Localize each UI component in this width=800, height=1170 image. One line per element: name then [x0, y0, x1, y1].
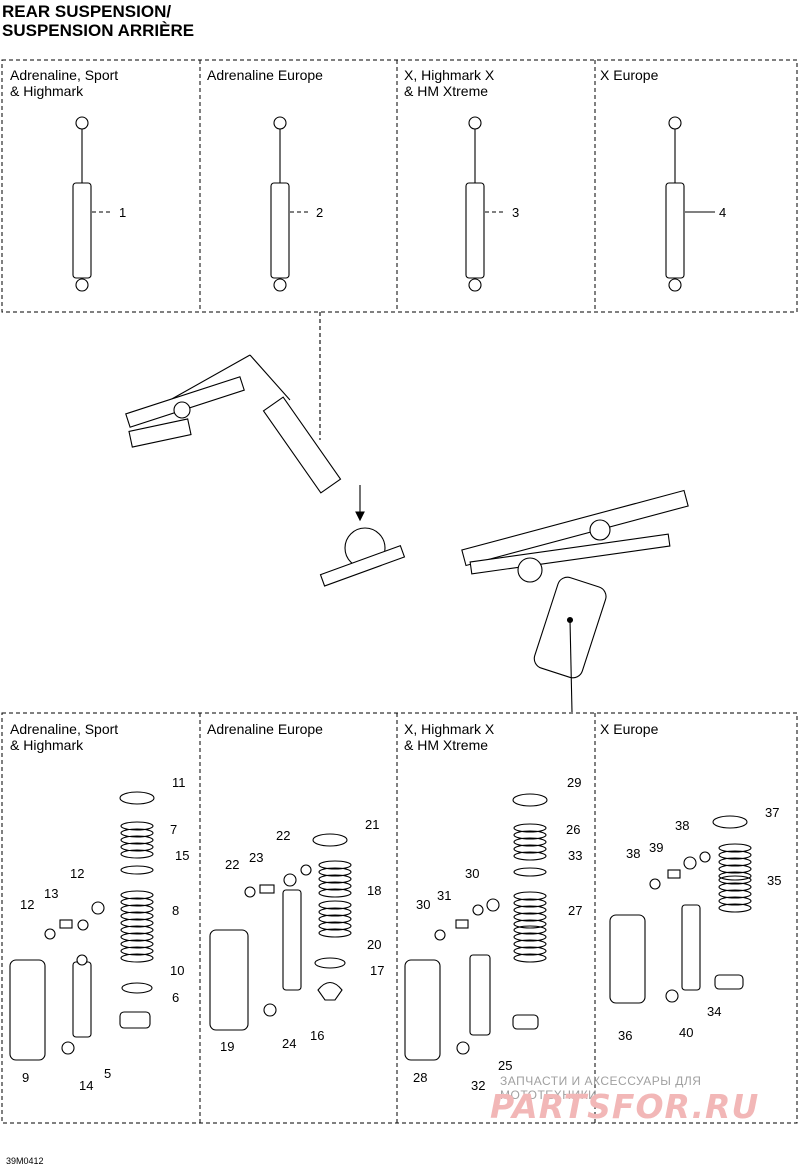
part-number: 22 [225, 857, 240, 872]
panel-title-line: X Europe [600, 67, 659, 83]
part-number: 1 [119, 205, 127, 220]
part-number: 36 [618, 1028, 633, 1043]
part-number: 9 [22, 1070, 30, 1085]
part-number: 8 [172, 903, 180, 918]
part-number: 31 [437, 888, 452, 903]
part-number: 39 [649, 840, 664, 855]
bottom-panel-4-parts [609, 815, 752, 1004]
title-line-2: SUSPENSION ARRIÈRE [2, 21, 195, 40]
watermark-caption: ЗАПЧАСТИ И АКСЕССУАРЫ ДЛЯ МОТОТЕХНИКИ [500, 1074, 702, 1102]
part-number: 34 [707, 1004, 722, 1019]
part-number: 26 [566, 822, 581, 837]
part-number: 10 [170, 963, 185, 978]
bottom-panel-3-parts [404, 793, 548, 1061]
part-number: 33 [568, 848, 583, 863]
part-number: 5 [104, 1066, 112, 1081]
part-number: 13 [44, 886, 59, 901]
bottom-panel-box [1, 712, 798, 1124]
part-number: 17 [370, 963, 385, 978]
part-number: 23 [249, 850, 264, 865]
shock-part-4 [665, 116, 685, 292]
bottom-panel-1-parts [9, 791, 155, 1061]
bottom-panel-4-title: X Europe [600, 721, 658, 737]
part-number: 19 [220, 1039, 235, 1054]
panel-title-line: & HM Xtreme [404, 737, 489, 753]
part-number: 25 [498, 1058, 513, 1073]
part-number: 12 [70, 866, 85, 881]
part-number: 30 [465, 866, 480, 881]
panel-title-line: & HM Xtreme [404, 83, 489, 99]
panel-title-line: & Highmark [10, 83, 84, 99]
part-number: 20 [367, 937, 382, 952]
shock-part-3 [465, 116, 485, 292]
part-number: 16 [310, 1028, 325, 1043]
shock-part-2 [270, 116, 290, 292]
watermark-logo: PARTSFOR.RU [490, 1087, 760, 1126]
front-suspension-assembly [125, 312, 406, 587]
part-number: 2 [316, 205, 324, 220]
page-title: REAR SUSPENSION/ SUSPENSION ARRIÈRE [2, 2, 194, 40]
top-panel-3-title: X, Highmark X & HM Xtreme [404, 67, 494, 99]
panel-title-line: Adrenaline Europe [207, 67, 323, 83]
part-number: 29 [567, 775, 582, 790]
part-number: 37 [765, 805, 780, 820]
panel-title-line: Adrenaline Europe [207, 721, 323, 737]
bottom-panel-2-title: Adrenaline Europe [207, 721, 323, 737]
panel-title-line: & Highmark [10, 737, 84, 753]
part-number: 30 [416, 897, 431, 912]
top-panel-2-title: Adrenaline Europe [207, 67, 323, 83]
part-number: 4 [719, 205, 727, 220]
part-number: 40 [679, 1025, 694, 1040]
panel-title-line: Adrenaline, Sport [10, 721, 119, 737]
part-number: 32 [471, 1078, 486, 1093]
part-number: 27 [568, 903, 583, 918]
part-number: 24 [282, 1036, 297, 1051]
bottom-panel-1-title: Adrenaline, Sport & Highmark [10, 721, 118, 753]
part-number: 14 [79, 1078, 94, 1093]
shock-part-1 [72, 116, 92, 292]
part-number: 38 [675, 818, 690, 833]
part-number: 15 [175, 848, 190, 863]
part-number: 38 [626, 846, 641, 861]
panel-title-line: X, Highmark X [404, 67, 495, 83]
part-number: 35 [767, 873, 782, 888]
top-panel-box [1, 59, 798, 313]
part-number: 28 [413, 1070, 428, 1085]
panel-title-line: Adrenaline, Sport [10, 67, 119, 83]
rear-suspension-assembly [461, 489, 689, 713]
part-number: 22 [276, 828, 291, 843]
bottom-panel-3-title: X, Highmark X & HM Xtreme [404, 721, 494, 753]
part-number: 12 [20, 897, 35, 912]
top-panel-1-title: Adrenaline, Sport & Highmark [10, 67, 118, 99]
part-number: 11 [172, 775, 186, 790]
part-number: 3 [512, 205, 520, 220]
part-number: 18 [367, 883, 382, 898]
part-number: 21 [365, 817, 380, 832]
figure-code: 39M0412 [6, 1156, 44, 1166]
part-number: 6 [172, 990, 180, 1005]
part-number: 7 [170, 822, 178, 837]
title-line-1: REAR SUSPENSION/ [2, 2, 172, 21]
top-panel-4-title: X Europe [600, 67, 658, 83]
panel-title-line: X, Highmark X [404, 721, 495, 737]
bottom-panel-2-parts [209, 833, 352, 1031]
panel-title-line: X Europe [600, 721, 659, 737]
